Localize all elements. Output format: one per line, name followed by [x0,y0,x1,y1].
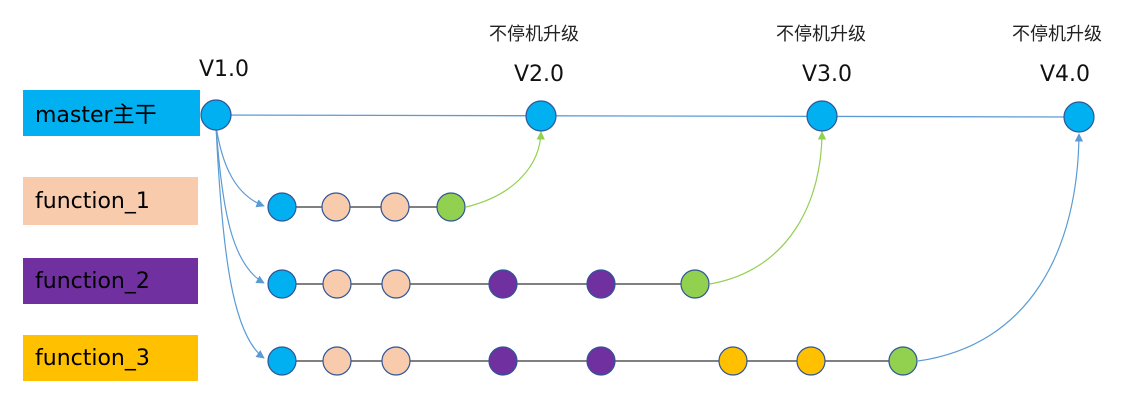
master-node-v3 [806,100,838,132]
branch-label-master: master主干 [23,90,200,136]
master-node-v4 [1063,101,1095,133]
function-1-node-2 [321,192,351,222]
function-2-node-4 [488,269,518,299]
function-3-node-3 [381,346,411,376]
function-1-node-1 [267,192,297,222]
function-3-node-8 [888,346,918,376]
upgrade-note-v3: 不停机升级 [776,24,866,45]
function-1-node-3 [380,192,410,222]
version-label-v1: V1.0 [199,57,250,82]
function-3-node-4 [488,346,518,376]
function-3-node-5 [586,346,616,376]
branch-label-function-1: function_1 [23,177,198,225]
master-line [215,114,1079,118]
version-label-v2: V2.0 [514,62,565,87]
function-3-node-6 [718,346,748,376]
version-label-v4: V4.0 [1040,62,1091,87]
function-1-node-4 [436,192,466,222]
merge-arrow-function-2-to-v3 [709,131,827,285]
function-2-node-1 [267,269,297,299]
function-2-node-3 [381,269,411,299]
merge-arrow-function-1-to-v2 [465,131,545,208]
branch-arrow-function-3 [215,125,265,359]
version-label-v3: V3.0 [802,62,853,87]
master-node-v2 [525,100,557,132]
function-2-node-2 [322,269,352,299]
branch-label-function-3: function_3 [23,335,198,381]
branch-arrow-function-1 [215,125,265,208]
upgrade-note-v4: 不停机升级 [1012,24,1102,45]
branch-arrow-function-2 [215,125,265,284]
function-2-node-5 [586,269,616,299]
function-3-node-2 [322,346,352,376]
function-3-node-7 [796,346,826,376]
upgrade-note-v2: 不停机升级 [489,24,579,45]
master-node-v1 [200,99,232,131]
merge-arrow-function-3-to-v4 [917,133,1084,362]
function-3-node-1 [267,346,297,376]
branch-label-function-2: function_2 [23,258,198,304]
function-2-node-6 [680,269,710,299]
